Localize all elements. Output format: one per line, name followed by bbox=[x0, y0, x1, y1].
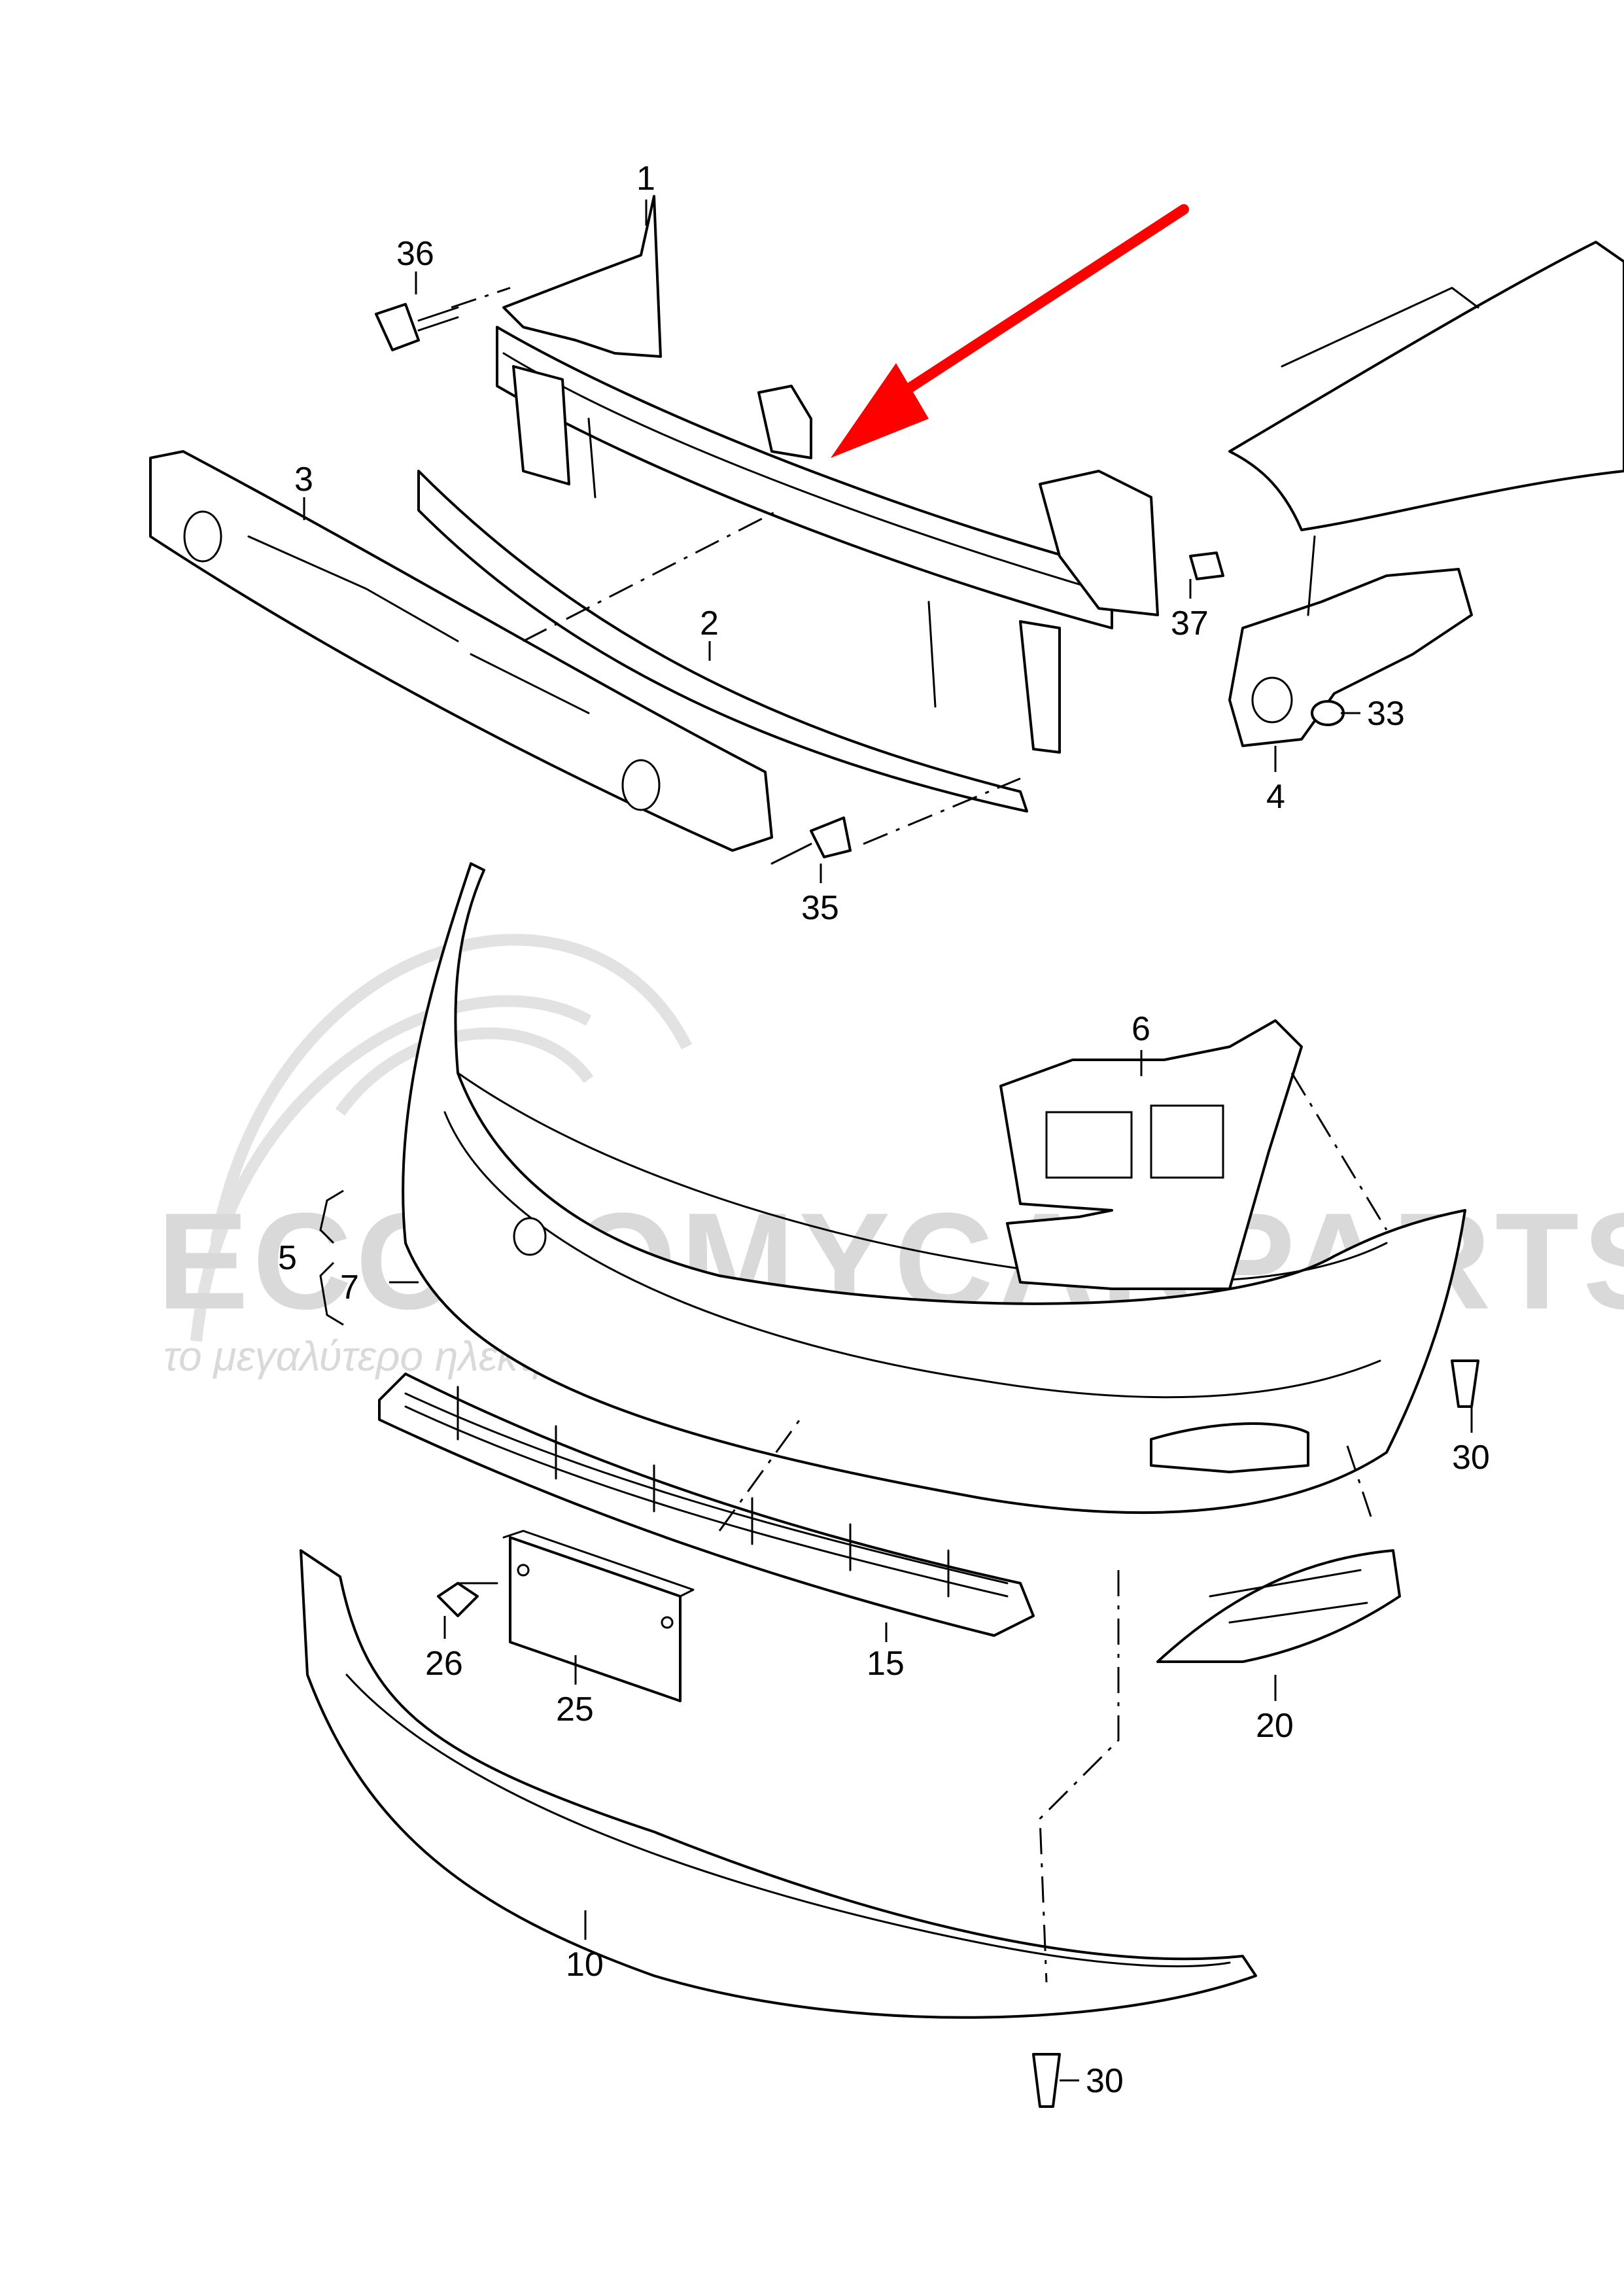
nut-33 bbox=[1311, 700, 1345, 726]
callout-20: 20 bbox=[1256, 1707, 1294, 1745]
callout-leaders bbox=[303, 200, 1473, 2082]
part-25-license-plate-holder bbox=[502, 1530, 695, 1702]
callout-4: 4 bbox=[1266, 778, 1285, 816]
callout-15: 15 bbox=[867, 1645, 905, 1683]
callout-5: 5 bbox=[278, 1239, 297, 1277]
watermark-logo bbox=[190, 934, 693, 1342]
callout-10: 10 bbox=[566, 1946, 604, 1984]
part-26-clip bbox=[437, 1582, 498, 1617]
rivet-35 bbox=[770, 816, 852, 865]
callout-35: 35 bbox=[801, 889, 839, 927]
callout-30-upper: 30 bbox=[1452, 1439, 1490, 1477]
part-15-lower-grille bbox=[378, 1373, 1035, 1637]
fasteners bbox=[375, 303, 1479, 2108]
highlight-arrow bbox=[831, 204, 1189, 458]
callout-36: 36 bbox=[396, 235, 434, 273]
callout-2: 2 bbox=[700, 604, 719, 642]
callout-25: 25 bbox=[556, 1691, 594, 1728]
part-2-absorber-strip bbox=[417, 470, 1028, 813]
part-3-impact-absorber bbox=[149, 450, 773, 852]
callout-37: 37 bbox=[1171, 604, 1209, 642]
callout-26: 26 bbox=[425, 1645, 463, 1683]
part-10-lower-spoiler bbox=[300, 1549, 1257, 2019]
screw-30-lower bbox=[1032, 2053, 1061, 2108]
bolt-36 bbox=[375, 303, 459, 351]
callout-6: 6 bbox=[1132, 1010, 1150, 1048]
part-20-fog-light-grille bbox=[1156, 1549, 1401, 1663]
callout-7: 7 bbox=[340, 1269, 359, 1306]
callout-30-lower: 30 bbox=[1086, 2062, 1124, 2100]
callout-33: 33 bbox=[1367, 695, 1405, 733]
callout-1: 1 bbox=[636, 160, 655, 198]
part-1-bumper-reinforcement bbox=[496, 195, 1159, 754]
callout-3: 3 bbox=[294, 461, 313, 499]
fender-outline bbox=[1228, 241, 1624, 531]
assembly-centerlines bbox=[451, 287, 1388, 1983]
part-5-bumper-cover bbox=[402, 862, 1466, 1515]
part-6-mounting-bracket bbox=[999, 1019, 1303, 1290]
callout-labels: 1 2 3 4 5 6 7 10 15 20 25 26 30 30 33 35… bbox=[278, 160, 1490, 2100]
bolt-37 bbox=[1189, 552, 1224, 580]
part-4-right-bracket bbox=[1228, 535, 1473, 747]
screw-30-upper bbox=[1451, 1359, 1479, 1408]
